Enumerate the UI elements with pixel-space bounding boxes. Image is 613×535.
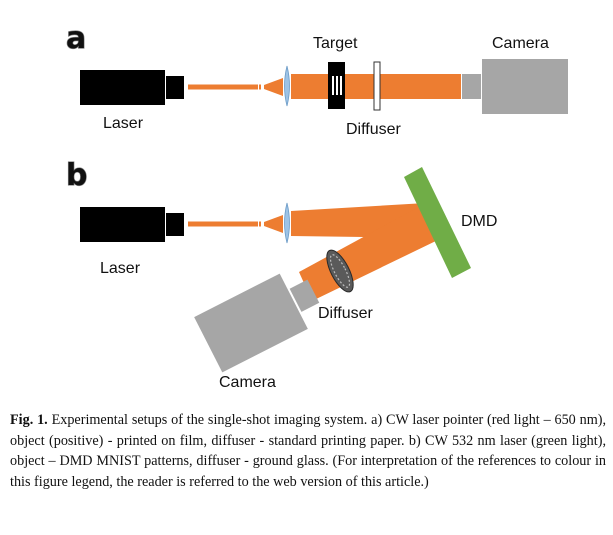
laser-aperture	[166, 76, 184, 99]
laser-label: Laser	[103, 115, 144, 132]
camera-body	[482, 59, 568, 114]
lens	[284, 202, 290, 244]
panel-a-letter: a	[66, 21, 86, 56]
beam-thin	[188, 84, 258, 90]
figure-caption: Fig. 1. Experimental setups of the singl…	[10, 410, 606, 492]
caption-label: Fig. 1.	[10, 412, 48, 428]
laser-body	[80, 70, 165, 105]
beam-expander	[264, 78, 283, 96]
dmd-label: DMD	[461, 213, 497, 230]
beam-thin	[188, 221, 258, 227]
camera-body	[194, 273, 308, 373]
camera-label: Camera	[219, 374, 276, 391]
caption-text: Experimental setups of the single-shot i…	[10, 412, 607, 490]
diffuser-label: Diffuser	[346, 121, 402, 138]
ground-glass-texture	[329, 254, 351, 288]
beam-thin-gap	[259, 84, 261, 90]
camera-lens	[289, 279, 320, 312]
diffuser	[373, 61, 381, 111]
diffuser-label: Diffuser	[318, 305, 374, 322]
panel-b: b Laser DMD Diffuser Camera	[65, 157, 497, 391]
panel-b-letter: b	[66, 158, 87, 193]
dmd-board	[404, 167, 471, 278]
laser-body	[80, 207, 165, 242]
ground-glass-diffuser	[326, 249, 354, 293]
beam-expander	[264, 215, 283, 233]
target-pattern	[332, 76, 334, 95]
setup-diagram: a Laser Target Diffuser Camera b	[65, 20, 568, 391]
laser-aperture	[166, 213, 184, 236]
laser-label: Laser	[100, 260, 141, 277]
target-pattern	[340, 76, 342, 95]
lens	[284, 65, 290, 107]
camera-label: Camera	[492, 35, 549, 52]
beam-thin-gap	[259, 221, 261, 227]
camera-lens	[462, 74, 481, 99]
panel-a: a Laser Target Diffuser Camera	[65, 20, 568, 138]
target-label: Target	[313, 35, 358, 52]
target-pattern	[336, 76, 338, 95]
